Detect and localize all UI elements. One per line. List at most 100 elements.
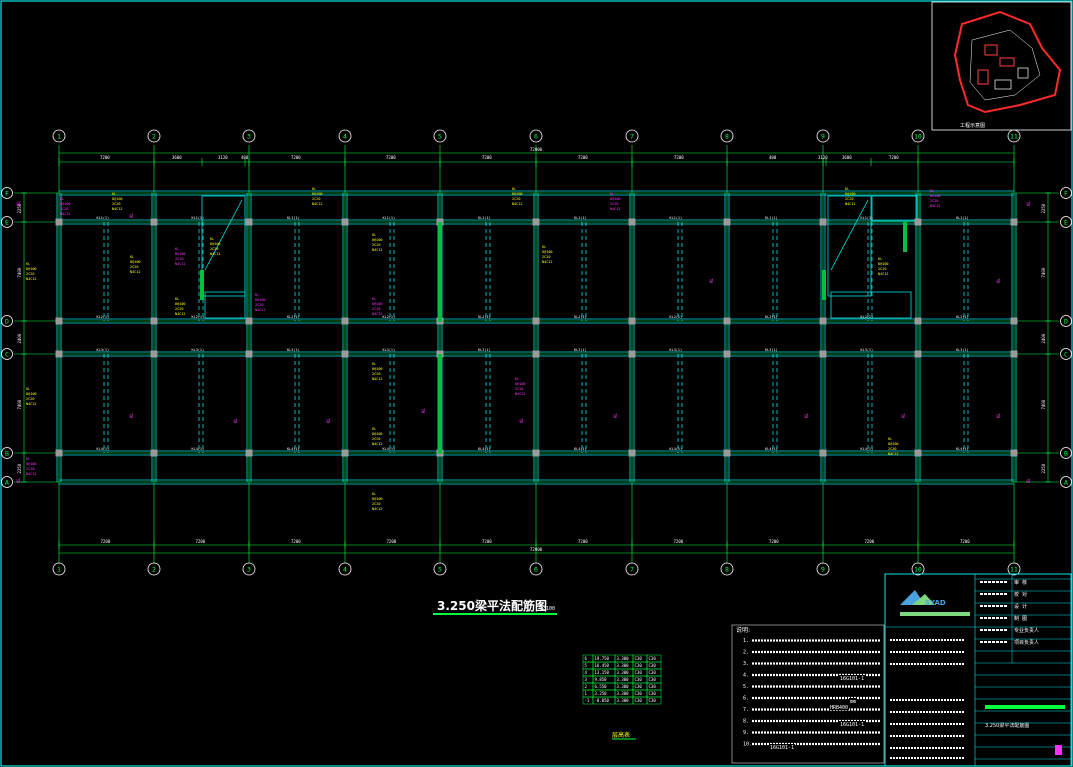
rebar-text: KL	[542, 245, 546, 249]
axis-bubble-circle	[433, 129, 447, 143]
beam-label: KL2(1)	[478, 315, 491, 319]
dim-right-label: 7400	[1041, 267, 1046, 277]
dim-bottom-label: 7200	[960, 539, 970, 544]
beam-label: KL4(1)	[861, 447, 874, 451]
beam-label: KL1(1)	[97, 216, 110, 220]
axis-bubble-circle	[1, 476, 13, 488]
axis-bubble-x: 10	[911, 129, 925, 143]
rebar-text: N4C12	[130, 270, 141, 274]
rebar-text: 8@100	[845, 192, 856, 196]
dim-left-label: 2250	[17, 463, 22, 473]
column	[55, 218, 63, 226]
axis-bubble-y: E	[1060, 216, 1072, 228]
dim-bottom-label: 7200	[482, 539, 492, 544]
axis-bubble-x: 4	[338, 562, 352, 576]
rebar-text: KL	[512, 187, 516, 191]
axis-label-y: B	[5, 450, 9, 458]
dim-bottom-label: 7200	[578, 539, 588, 544]
axis-grid	[14, 145, 1059, 565]
dim-top-label: 480	[241, 155, 249, 160]
column	[914, 218, 922, 226]
rebar-text: KL	[175, 247, 179, 251]
axis-bubble-y: B	[1, 447, 13, 459]
axis-label-y: C	[5, 351, 9, 359]
rebar-text: 2C20	[26, 397, 34, 401]
note-number: 7.	[743, 707, 749, 713]
axis-bubble-x: 2	[147, 129, 161, 143]
rebar-text: KL	[372, 233, 376, 237]
axis-bubble-circle	[911, 129, 925, 143]
rebar-text: N4C12	[515, 392, 526, 396]
dimension-lines: 7200072003600312048072007200720072007200…	[17, 147, 1051, 554]
title-block-highlight	[985, 705, 1065, 709]
axis-bubble-y: C	[1, 348, 13, 360]
column	[341, 218, 349, 226]
rebar-text: KL	[930, 189, 934, 193]
rebar-text: 2C20	[175, 307, 183, 311]
column	[628, 350, 636, 358]
rebar-text: 8@100	[60, 202, 71, 206]
axis-bubble-circle	[911, 562, 925, 576]
axis-bubble-circle	[529, 562, 543, 576]
axis-bubble-y: E	[1, 216, 13, 228]
column	[628, 218, 636, 226]
rebar-text: N4C12	[26, 277, 37, 281]
floor-table-value: 3.250	[595, 691, 608, 696]
column	[55, 449, 63, 457]
axis-bubble-circle	[816, 562, 830, 576]
beam-layout	[55, 190, 1018, 485]
title-block-drawing-name: 3.250梁平法配筋图	[985, 722, 1029, 729]
floor-table-value: C30	[635, 691, 643, 696]
note-fragment: HRB400	[830, 705, 848, 711]
note-number: 10.	[743, 742, 752, 748]
shear-wall	[822, 270, 826, 300]
column	[341, 350, 349, 358]
rebar-text: N4C12	[878, 272, 889, 276]
beam-label: KL2(1)	[574, 315, 587, 319]
axis-bubble-circle	[720, 562, 734, 576]
column	[1010, 317, 1018, 325]
company-logo-text: SYAD	[925, 599, 946, 607]
note-fragment: 16G101-1	[840, 722, 864, 728]
column	[341, 317, 349, 325]
rebar-text: 2C20	[255, 303, 263, 307]
dim-top-label: 7200	[889, 155, 899, 160]
rebar-tag: KL	[1026, 201, 1031, 206]
floor-table-value: C30	[635, 698, 643, 703]
column	[628, 317, 636, 325]
rebar-text: 2C20	[878, 267, 886, 271]
floor-table-value: 6	[585, 656, 588, 661]
title-block-label: 专业负责人	[1014, 627, 1039, 634]
beam-label: KL3(1)	[383, 348, 396, 352]
title-block-label: 项目负责人	[1014, 639, 1039, 646]
floor-table-value: 3.300	[617, 670, 630, 675]
axis-label-x: 9	[821, 566, 825, 574]
rebar-text: 8@100	[26, 392, 37, 396]
rebar-text: N4C12	[255, 308, 266, 312]
axis-label-x: 5	[438, 133, 442, 141]
axis-bubble-circle	[1060, 315, 1072, 327]
note-fragment-bg	[839, 721, 865, 727]
rebar-text: 8@100	[372, 238, 383, 242]
small-room	[830, 291, 912, 319]
axis-bubble-circle	[433, 562, 447, 576]
axis-bubble-circle	[147, 562, 161, 576]
dim-top-label: 7200	[674, 155, 684, 160]
rebar-text: KL	[26, 457, 30, 461]
axis-bubble-circle	[1060, 187, 1072, 199]
dim-top-label: 7200	[386, 155, 396, 160]
drawing-title: 3.250梁平法配筋图	[437, 598, 547, 613]
axis-label-y: D	[5, 318, 9, 326]
floor-table-value: C30	[635, 663, 643, 668]
rebar-text: 8@100	[312, 192, 323, 196]
beam-label: KL3(1)	[765, 348, 778, 352]
floor-table-value: 3.300	[617, 698, 630, 703]
rebar-text: N4C12	[372, 248, 383, 252]
axis-bubble-circle	[338, 562, 352, 576]
dim-right-label: 2400	[1041, 333, 1046, 343]
